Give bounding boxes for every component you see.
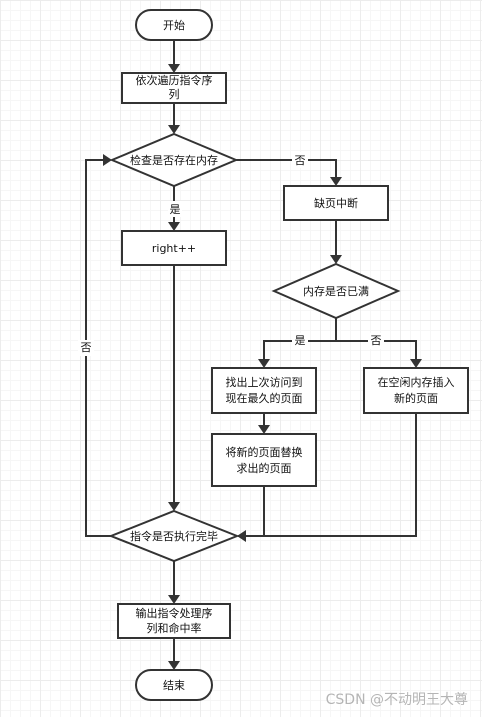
arrowhead bbox=[168, 64, 180, 73]
watermark: CSDN @不动明王大尊 bbox=[325, 692, 468, 708]
node-insert-free-line2: 新的页面 bbox=[394, 391, 438, 405]
label-no-in-memory: 否 bbox=[295, 154, 306, 167]
arrowhead bbox=[258, 359, 270, 368]
node-check-label: 检查是否存在内存 bbox=[130, 153, 218, 167]
connectors bbox=[85, 40, 422, 670]
label-yes-full: 是 bbox=[295, 334, 306, 347]
arrowhead bbox=[103, 154, 112, 166]
node-traverse: 依次遍历指令序 列 bbox=[121, 72, 227, 104]
label-yes-in-memory: 是 bbox=[170, 203, 181, 216]
node-end: 结束 bbox=[135, 669, 213, 701]
node-end-label: 结束 bbox=[163, 679, 185, 692]
node-find-oldest-line2: 现在最久的页面 bbox=[226, 391, 303, 405]
arrowhead bbox=[258, 425, 270, 434]
node-insert-free-line1: 在空闲内存插入 bbox=[378, 375, 455, 389]
label-no-loop: 否 bbox=[81, 341, 92, 354]
arrowhead bbox=[168, 502, 180, 511]
arrowhead bbox=[168, 661, 180, 670]
node-output-line2: 列和命中率 bbox=[147, 621, 202, 635]
node-memory-full: 内存是否已满 bbox=[271, 262, 401, 320]
arrowhead bbox=[237, 530, 246, 542]
arrowhead bbox=[410, 359, 422, 368]
node-memory-full-label: 内存是否已满 bbox=[303, 284, 369, 298]
arrowhead bbox=[168, 222, 180, 231]
node-output: 输出指令处理序 列和命中率 bbox=[117, 603, 231, 639]
arrowhead bbox=[168, 595, 180, 604]
node-page-fault: 缺页中断 bbox=[283, 185, 389, 221]
node-find-oldest-line1: 找出上次访问到 bbox=[226, 375, 303, 389]
edge-insert-done bbox=[246, 413, 417, 537]
node-replace-line1: 将新的页面替换 bbox=[226, 445, 303, 459]
node-right: right++ bbox=[121, 230, 227, 266]
node-all-done-label: 指令是否执行完毕 bbox=[130, 529, 218, 543]
node-traverse-line1: 依次遍历指令序 bbox=[136, 73, 213, 87]
arrowhead bbox=[168, 125, 180, 134]
edge-labels: 是 否 是 否 否 bbox=[78, 152, 384, 356]
node-replace-line2: 求出的页面 bbox=[237, 461, 292, 475]
node-replace: 将新的页面替换 求出的页面 bbox=[211, 433, 317, 487]
label-no-full: 否 bbox=[371, 334, 382, 347]
node-start: 开始 bbox=[135, 9, 213, 41]
edge-check-pagefault bbox=[236, 159, 337, 178]
node-start-label: 开始 bbox=[163, 18, 185, 32]
edge-replace-done bbox=[238, 486, 265, 537]
node-insert-free: 在空闲内存插入 新的页面 bbox=[363, 367, 469, 414]
edge-full-branches bbox=[263, 340, 417, 361]
node-page-fault-label: 缺页中断 bbox=[314, 196, 358, 210]
node-check-in-memory: 检查是否存在内存 bbox=[109, 132, 239, 188]
arrowhead bbox=[330, 177, 342, 186]
node-right-label: right++ bbox=[152, 242, 196, 255]
arrowhead bbox=[330, 255, 342, 264]
node-traverse-line2: 列 bbox=[169, 87, 180, 101]
node-all-done: 指令是否执行完毕 bbox=[108, 509, 240, 563]
node-output-line1: 输出指令处理序 bbox=[136, 606, 213, 620]
node-find-oldest: 找出上次访问到 现在最久的页面 bbox=[211, 367, 317, 414]
